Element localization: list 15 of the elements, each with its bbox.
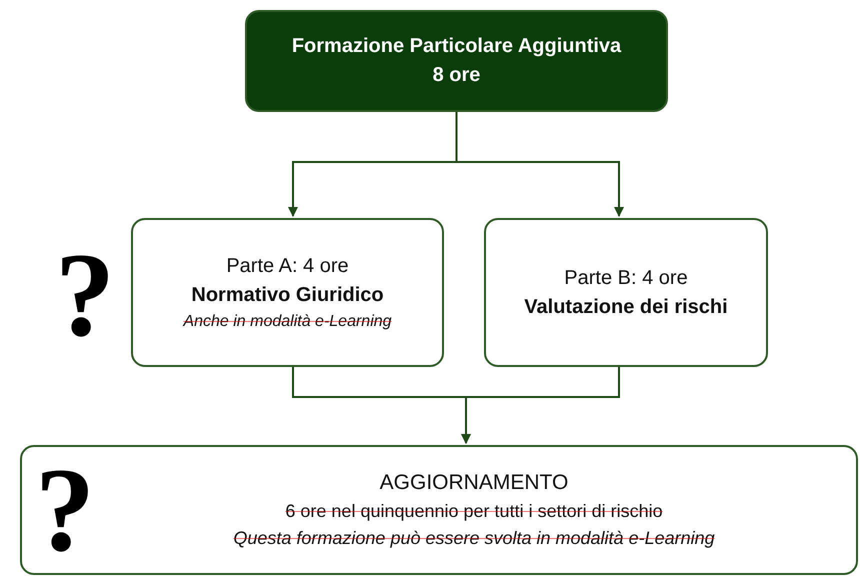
process-box: [131, 218, 444, 367]
box-title: Parte B: 4 ore: [564, 266, 688, 290]
box-text: 8 ore: [432, 64, 480, 87]
box-title: Formazione Particolare Aggiuntiva: [292, 35, 622, 58]
box-text: Normativo Giuridico: [191, 284, 384, 306]
box-title: Parte A: 4 ore: [226, 254, 349, 278]
process-box: [245, 10, 668, 112]
process-box: [484, 218, 768, 367]
box-title: AGGIORNAMENTO: [380, 471, 568, 495]
arrow: [461, 367, 620, 444]
box-text: Valutazione dei rischi: [524, 296, 728, 318]
question-mark: ?: [35, 450, 95, 570]
arrow: [456, 112, 624, 217]
process-box: [20, 445, 858, 575]
question-mark: ?: [55, 235, 115, 355]
